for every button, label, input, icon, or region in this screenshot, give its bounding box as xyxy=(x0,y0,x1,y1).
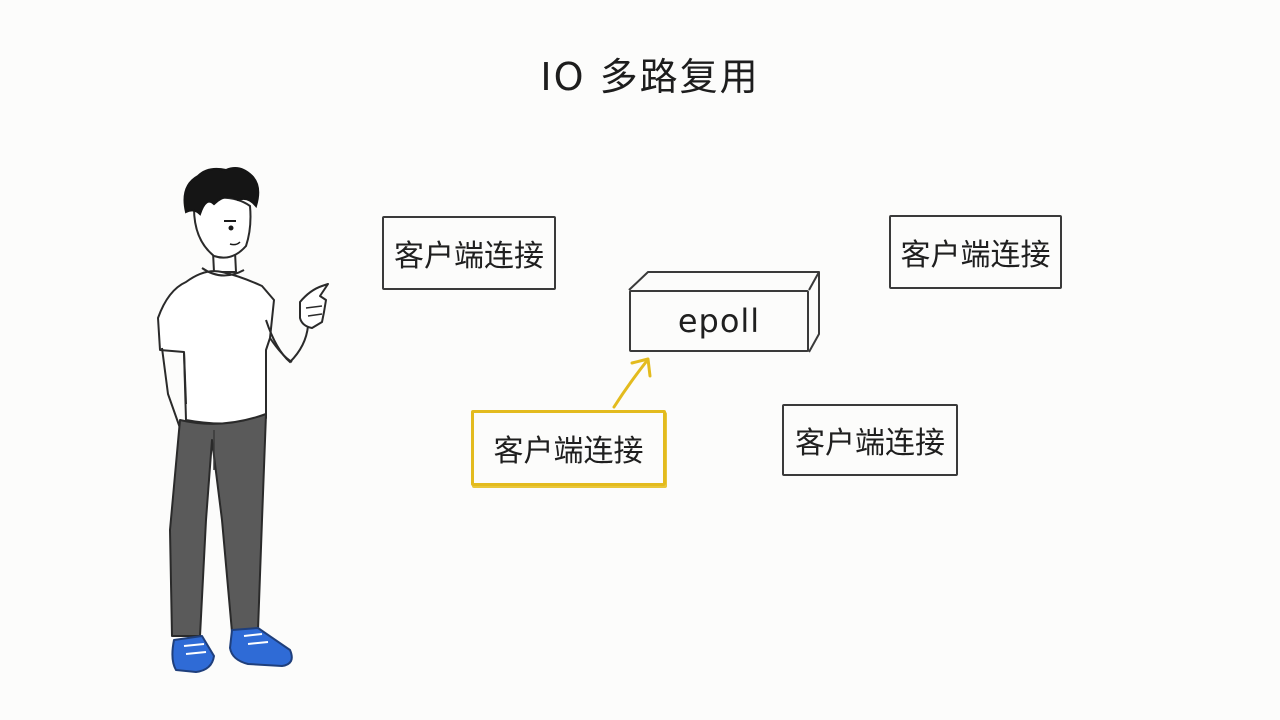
client-connection-bottom-right: 客户端连接 xyxy=(782,404,958,476)
diagram-title: IO 多路复用 xyxy=(540,55,760,99)
epoll-box: epoll xyxy=(629,290,809,352)
client-label: 客户端连接 xyxy=(394,239,544,274)
epoll-label: epoll xyxy=(677,302,761,340)
client-label: 客户端连接 xyxy=(493,434,644,469)
client-connection-top-right: 客户端连接 xyxy=(889,215,1062,289)
client-label: 客户端连接 xyxy=(795,426,945,461)
client-label: 客户端连接 xyxy=(900,238,1051,273)
client-connection-active: 客户端连接 xyxy=(471,410,666,486)
client-connection-top-left: 客户端连接 xyxy=(382,216,556,290)
